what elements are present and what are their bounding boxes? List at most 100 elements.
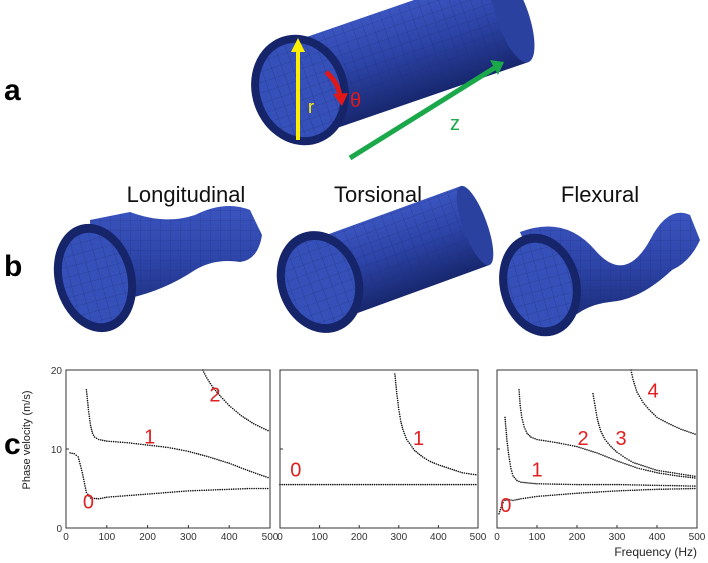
data-point [560,493,563,496]
data-point [536,438,538,441]
data-point [514,478,517,480]
data-point [506,444,509,447]
data-point [631,489,634,492]
data-point [662,470,665,473]
data-point [628,459,630,461]
data-point [394,381,397,384]
data-point [524,428,526,430]
data-point [668,422,670,425]
torsional-tube [276,185,494,333]
data-point [115,441,117,443]
data-point [261,426,263,429]
x-tick-label: 400 [221,532,238,543]
data-point [228,404,230,407]
data-point [75,454,77,457]
data-point [449,468,452,470]
data-point [194,489,196,492]
data-point [133,442,135,445]
data-point [538,495,540,498]
data-point [97,438,100,441]
data-point [602,483,605,486]
data-point [571,483,574,486]
data-point [223,399,226,402]
data-point [680,488,683,490]
data-point [674,488,676,490]
data-point [391,483,394,486]
data-point [658,488,660,491]
data-point [474,473,477,476]
data-point [506,438,508,440]
data-point [307,483,310,486]
data-point [360,483,363,486]
data-point [629,489,632,492]
data-point [682,485,685,487]
data-point [214,389,217,392]
data-point [591,491,594,494]
data-point [618,483,620,486]
z-label: z [450,113,460,135]
data-point [549,483,552,485]
data-point [470,473,473,475]
data-point [189,490,192,492]
data-point [622,455,624,458]
data-point [411,483,413,486]
data-point [411,446,413,448]
panel-label-a: a [4,74,21,107]
data-point [394,373,396,375]
data-point [226,403,229,405]
data-point [634,484,636,486]
data-point [91,432,94,435]
data-point [400,420,402,423]
x-tick-label: 200 [139,532,156,543]
x-tick-label: 300 [390,532,407,543]
data-point [354,483,356,486]
data-point [128,442,131,444]
data-point [435,463,438,465]
data-point [642,484,645,486]
data-point [144,493,147,496]
data-point [526,432,528,435]
data-point [178,448,181,451]
data-point [210,384,213,387]
data-point [622,483,625,486]
data-point [636,462,638,465]
data-point [104,496,106,499]
data-point [149,444,151,447]
data-point [594,483,596,486]
data-point [512,475,514,477]
data-point [499,508,502,511]
data-point [395,483,398,486]
data-point [670,423,672,426]
mode-number-label: 2 [577,428,588,450]
plot-frame [496,369,698,529]
data-point [518,393,521,396]
data-point [636,391,638,393]
data-point [237,412,239,414]
data-point [694,477,696,479]
data-point [420,483,422,486]
mode-number-label: 0 [83,491,94,513]
data-point [520,481,522,484]
data-point [694,433,696,435]
data-point [656,484,658,487]
data-point [400,483,402,486]
data-point [654,484,656,487]
data-point [142,493,144,496]
data-point [507,447,509,449]
data-point [338,483,341,486]
data-point [614,483,616,486]
data-point [95,497,98,500]
y-tick-label: 10 [51,445,63,456]
data-point [551,483,554,485]
data-point [97,498,100,500]
data-point [654,415,657,417]
data-point [455,469,458,472]
data-point [616,483,618,486]
data-point [521,416,523,419]
data-point [640,464,642,466]
data-point [418,453,421,456]
data-point [87,406,89,409]
data-point [638,484,640,486]
data-point [618,460,620,463]
data-point [664,420,666,423]
